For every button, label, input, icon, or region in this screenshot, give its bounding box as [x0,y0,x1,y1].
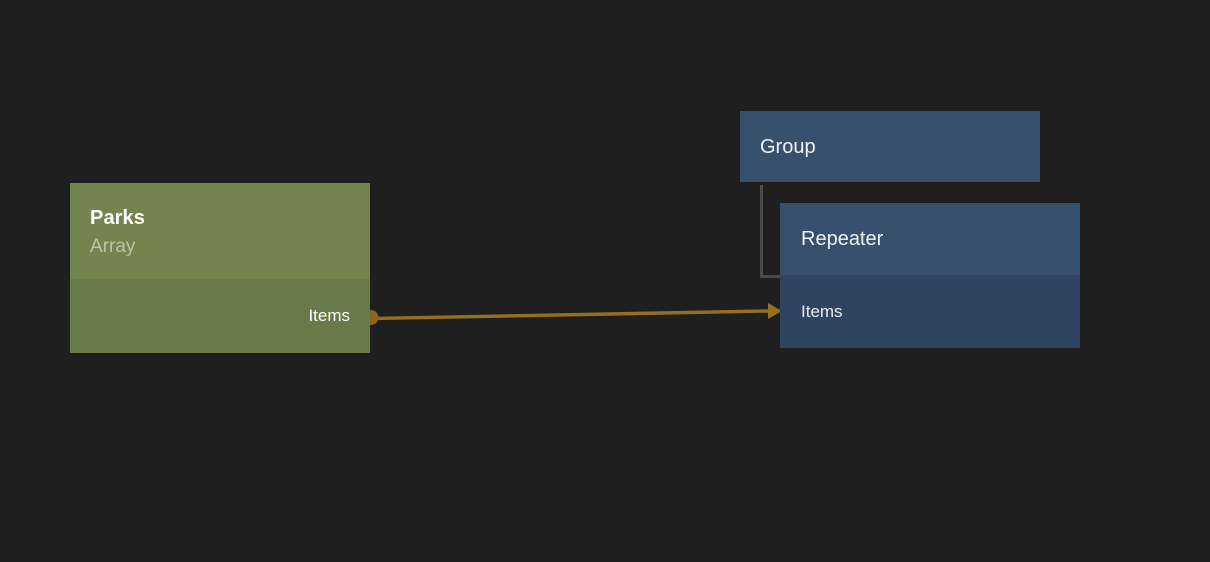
output-port-items-label[interactable]: Items [308,306,350,325]
hierarchy-bracket-group-repeater [760,185,780,278]
node-repeater-body[interactable]: Items [780,275,1080,348]
wire-parks-items-to-repeater-items[interactable] [363,303,783,325]
node-group-title: Group [760,135,816,158]
node-repeater[interactable]: Repeater Items [780,203,1080,348]
node-group-header[interactable]: Group [740,111,1040,182]
node-repeater-header[interactable]: Repeater [780,203,1080,275]
node-parks-title: Parks [90,207,145,229]
input-port-items-label[interactable]: Items [801,301,843,321]
node-parks[interactable]: Parks Array Items [70,183,370,353]
node-group[interactable]: Group [740,111,1040,182]
node-parks-body[interactable]: Items [70,279,370,353]
node-parks-header[interactable]: Parks Array [70,183,370,279]
node-repeater-title: Repeater [801,228,884,250]
node-parks-subtitle: Array [90,236,136,257]
